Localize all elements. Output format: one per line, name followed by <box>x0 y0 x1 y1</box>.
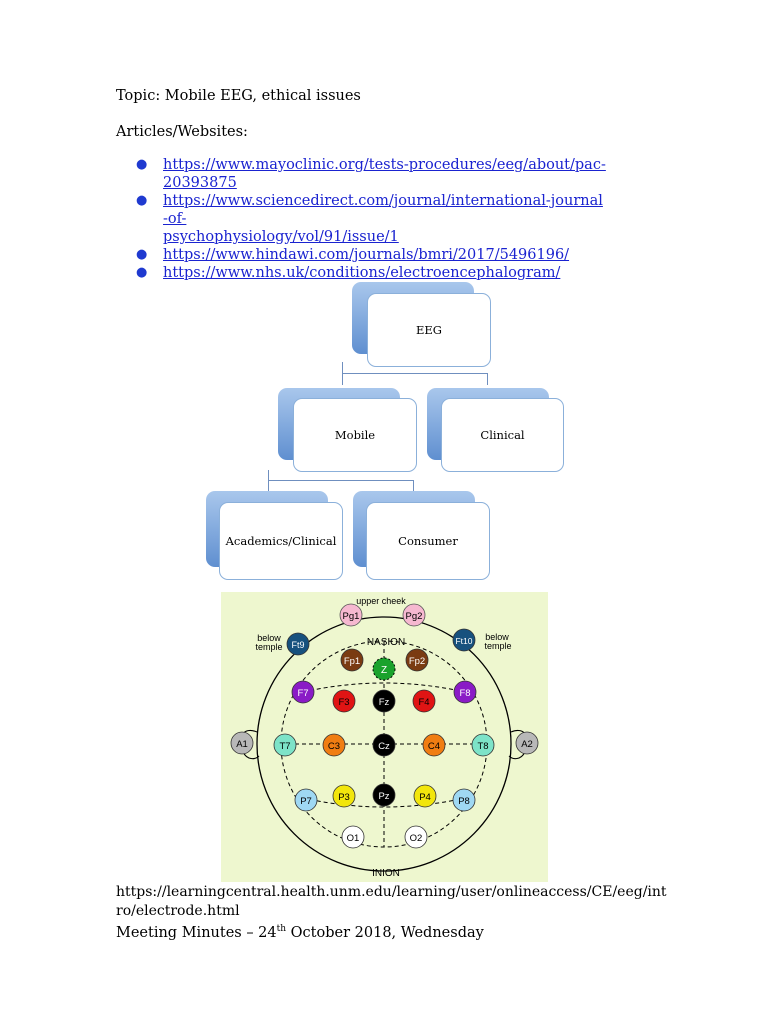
svg-text:Cz: Cz <box>378 741 390 752</box>
electrode-pg1: Pg1 <box>339 603 363 627</box>
electrode-p4: P4 <box>413 784 437 808</box>
svg-text:A2: A2 <box>521 739 533 750</box>
svg-text:O1: O1 <box>347 833 360 844</box>
svg-text:F8: F8 <box>459 688 470 699</box>
svg-text:T8: T8 <box>477 741 488 752</box>
electrode-p8: P8 <box>452 788 476 812</box>
bullet-icon: ● <box>136 157 148 172</box>
link-mayoclinic[interactable]: https://www.mayoclinic.org/tests-procedu… <box>163 157 606 191</box>
org-node-mobile: Mobile <box>293 398 417 472</box>
below-temple-right-1: below <box>485 632 509 642</box>
svg-text:Pg1: Pg1 <box>343 611 360 622</box>
list-item: ● https://www.nhs.uk/conditions/electroe… <box>136 264 606 282</box>
electrode-o2: O2 <box>404 825 428 849</box>
org-node-eeg: EEG <box>367 293 491 367</box>
svg-text:P7: P7 <box>300 796 312 807</box>
link-hindawi[interactable]: https://www.hindawi.com/journals/bmri/20… <box>163 247 570 263</box>
electrode-p7: P7 <box>294 788 318 812</box>
electrode-pz: Pz <box>372 783 396 807</box>
bullet-icon: ● <box>136 247 148 262</box>
svg-text:Pz: Pz <box>378 791 389 802</box>
nasion-label: NASION <box>367 637 405 648</box>
inion-label: INION <box>372 868 400 879</box>
electrode-a2: A2 <box>515 731 539 755</box>
electrode-fp2: Fp2 <box>405 648 429 672</box>
upper-cheek-label: upper cheek <box>356 596 406 606</box>
meeting-minutes-line: Meeting Minutes – 24th October 2018, Wed… <box>116 924 484 941</box>
electrode-t8: T8 <box>471 733 495 757</box>
electrode-cz: Cz <box>372 733 396 757</box>
topic-line: Topic: Mobile EEG, ethical issues <box>116 88 361 104</box>
list-item: ● https://www.mayoclinic.org/tests-proce… <box>136 156 606 192</box>
electrode-fp1: Fp1 <box>340 648 364 672</box>
svg-text:Ft10: Ft10 <box>455 636 472 646</box>
svg-text:Fz: Fz <box>379 697 390 708</box>
svg-text:F3: F3 <box>338 697 349 708</box>
electrode-placement-figure: upper cheek NASION INION below temple be… <box>221 592 548 882</box>
svg-text:C4: C4 <box>428 741 440 752</box>
source-url-line-2: ro/electrode.html <box>116 903 240 919</box>
electrode-p3: P3 <box>332 784 356 808</box>
list-item: ● https://www.sciencedirect.com/journal/… <box>136 192 606 246</box>
org-node-academics: Academics/Clinical <box>219 502 343 580</box>
bullet-icon: ● <box>136 265 148 280</box>
electrode-f3: F3 <box>332 689 356 713</box>
svg-text:P8: P8 <box>458 796 470 807</box>
svg-text:Fp2: Fp2 <box>409 656 425 667</box>
electrode-f7: F7 <box>291 680 315 704</box>
svg-text:P4: P4 <box>419 792 431 803</box>
links-list: ● https://www.mayoclinic.org/tests-proce… <box>136 156 606 282</box>
electrode-f4: F4 <box>412 689 436 713</box>
svg-text:O2: O2 <box>410 833 423 844</box>
svg-text:Pg2: Pg2 <box>406 611 423 622</box>
source-url-line-1: https://learningcentral.health.unm.edu/l… <box>116 884 667 900</box>
electrode-pg2: Pg2 <box>402 603 426 627</box>
electrode-c4: C4 <box>422 733 446 757</box>
electrode-o1: O1 <box>341 825 365 849</box>
articles-heading: Articles/Websites: <box>116 124 248 140</box>
svg-text:F4: F4 <box>418 697 429 708</box>
org-node-clinical: Clinical <box>441 398 564 472</box>
list-item: ● https://www.hindawi.com/journals/bmri/… <box>136 246 606 264</box>
bullet-icon: ● <box>136 193 148 208</box>
eeg-org-chart: EEG Mobile Clinical Academics/Clinical C… <box>200 278 564 583</box>
electrode-fz: Fz <box>372 689 396 713</box>
svg-text:C3: C3 <box>328 741 340 752</box>
svg-text:Ft9: Ft9 <box>291 640 304 650</box>
svg-text:P3: P3 <box>338 792 350 803</box>
below-temple-left-1: below <box>257 633 281 643</box>
link-sciencedirect[interactable]: https://www.sciencedirect.com/journal/in… <box>163 193 603 245</box>
electrode-z: Z <box>372 657 396 681</box>
below-temple-right-2: temple <box>484 641 511 651</box>
electrode-ft9: Ft9 <box>286 632 310 656</box>
svg-text:A1: A1 <box>236 739 248 750</box>
electrode-c3: C3 <box>322 733 346 757</box>
electrode-f8: F8 <box>453 680 477 704</box>
svg-text:Z: Z <box>381 665 387 676</box>
org-node-consumer: Consumer <box>366 502 490 580</box>
svg-text:T7: T7 <box>279 741 290 752</box>
electrode-ft10: Ft10 <box>452 628 476 652</box>
svg-text:F7: F7 <box>297 688 308 699</box>
below-temple-left-2: temple <box>255 642 282 652</box>
link-nhs[interactable]: https://www.nhs.uk/conditions/electroenc… <box>163 265 561 281</box>
electrode-t7: T7 <box>273 733 297 757</box>
svg-text:Fp1: Fp1 <box>344 656 360 667</box>
electrode-a1: A1 <box>230 731 254 755</box>
